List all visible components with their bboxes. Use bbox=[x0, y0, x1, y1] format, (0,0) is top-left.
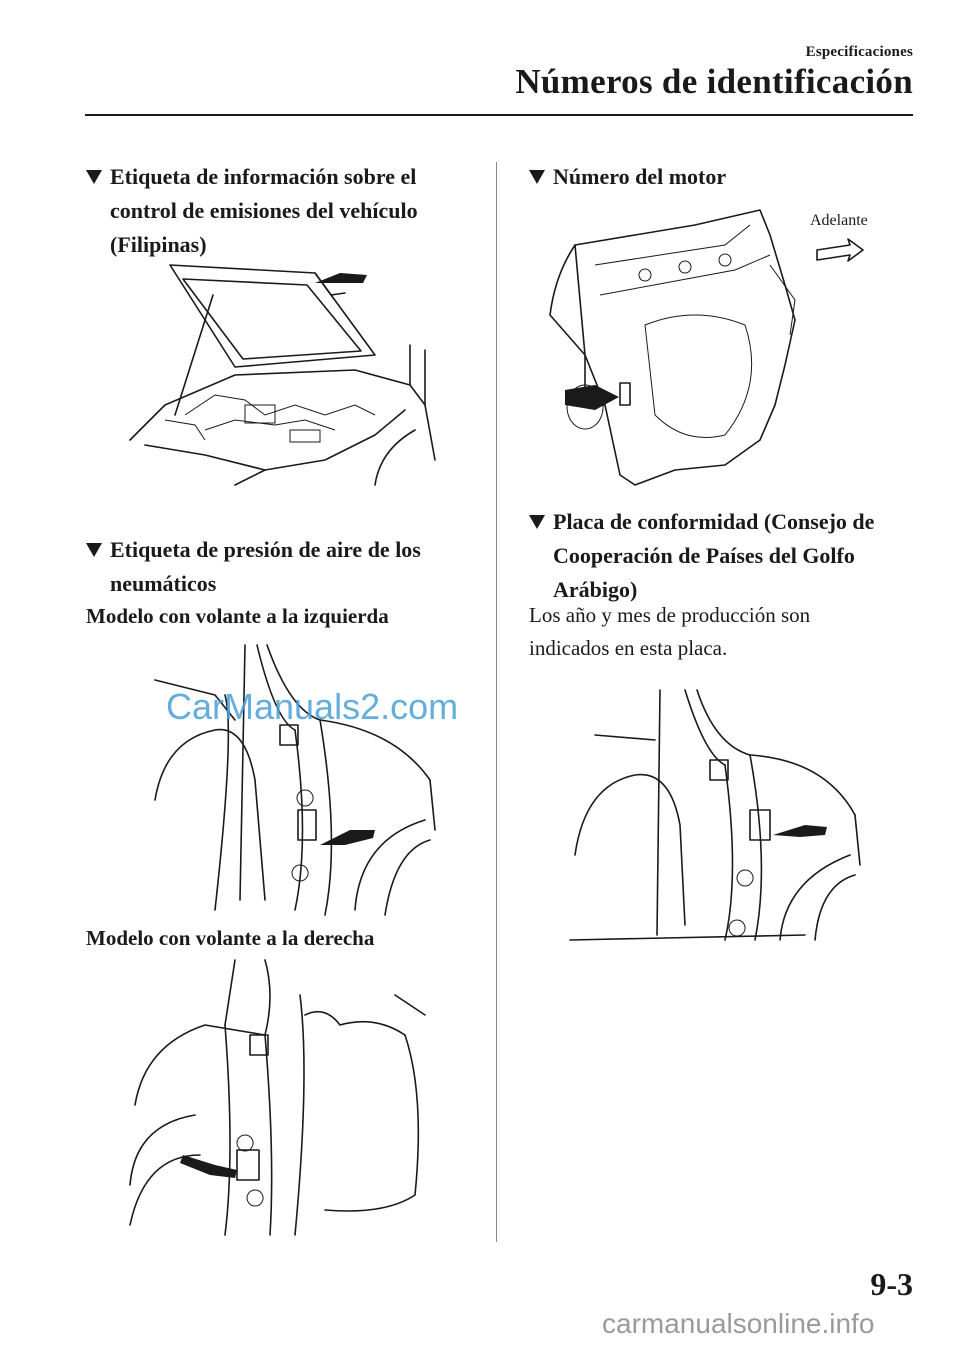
triangle-bullet-icon bbox=[529, 515, 545, 529]
figure-hood-open bbox=[125, 255, 440, 495]
left-hand-drive-caption: Modelo con volante a la izquierda bbox=[86, 604, 389, 628]
page-title: Números de identificación bbox=[515, 62, 913, 101]
conformity-plate-description: Los año y mes de producción son indicado… bbox=[529, 603, 811, 660]
section-conformity-plate-title: Placa de conformidad (Consejo de Coopera… bbox=[529, 505, 874, 607]
triangle-bullet-icon bbox=[86, 543, 102, 557]
forward-label: Adelante bbox=[810, 212, 868, 229]
header-rule bbox=[85, 114, 913, 116]
triangle-bullet-icon bbox=[529, 170, 545, 184]
section-emissions-label-title: Etiqueta de información sobre el control… bbox=[86, 160, 418, 262]
column-divider bbox=[496, 162, 497, 1242]
watermark-carmanualsonline: carmanualsonline.info bbox=[602, 1308, 875, 1339]
figure-door-pillar-rhd bbox=[125, 955, 440, 1240]
watermark-carmanuals2: CarManuals2.com bbox=[166, 686, 459, 727]
figure-door-pillar-conformity bbox=[565, 685, 865, 945]
section-tire-pressure-title: Etiqueta de presión de aire de los neumá… bbox=[86, 533, 421, 601]
triangle-bullet-icon bbox=[86, 170, 102, 184]
figure-engine bbox=[545, 205, 875, 490]
figure-door-pillar-lhd bbox=[145, 640, 440, 920]
page-number: 9-3 bbox=[870, 1266, 913, 1302]
chapter-label: Especificaciones bbox=[805, 44, 913, 60]
section-engine-number-title: Número del motor bbox=[529, 160, 726, 194]
right-hand-drive-caption: Modelo con volante a la derecha bbox=[86, 926, 375, 950]
